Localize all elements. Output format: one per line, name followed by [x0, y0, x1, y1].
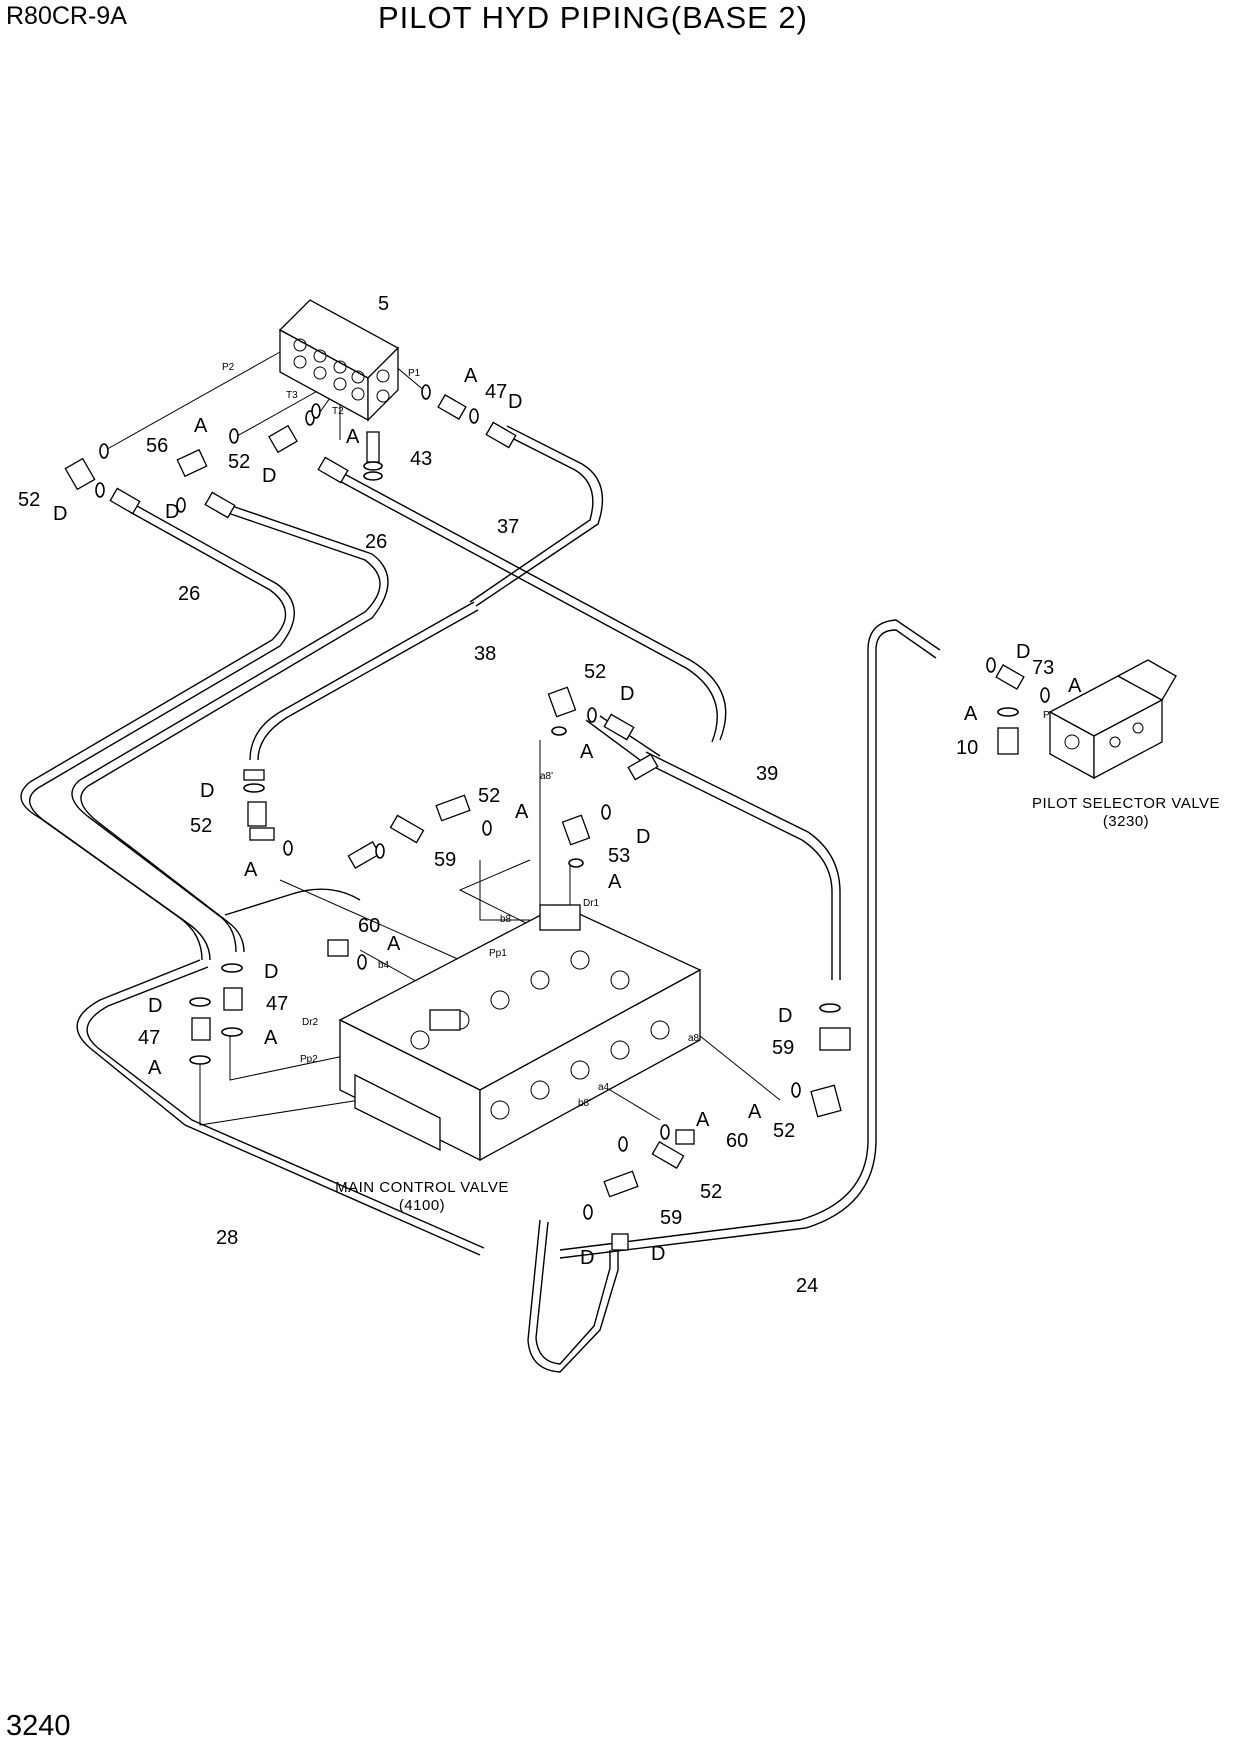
- callout-label: 47: [266, 993, 288, 1015]
- callout-label: A: [515, 801, 529, 823]
- callout-label: A: [696, 1109, 710, 1131]
- callout-label: 52: [478, 785, 500, 807]
- callout-label: A: [748, 1101, 762, 1123]
- callout-label: 43: [410, 448, 432, 470]
- callout-label: 59: [772, 1037, 794, 1059]
- callout-label: 39: [756, 763, 778, 785]
- callout-label: 59: [660, 1207, 682, 1229]
- callout-label: 60: [726, 1130, 748, 1152]
- callout-label: D: [165, 501, 179, 523]
- callout-label: D: [1016, 641, 1030, 663]
- callout-label: 52: [190, 815, 212, 837]
- port-label: P: [1043, 710, 1050, 721]
- callout-label: D: [148, 995, 162, 1017]
- callout-label: A: [387, 933, 401, 955]
- port-label: Dr2: [302, 1017, 319, 1028]
- callout-label: 53: [608, 845, 630, 867]
- port-label: b8: [500, 914, 512, 925]
- pilot-manifold-block: [278, 299, 400, 422]
- callout-label: A: [608, 871, 622, 893]
- main-control-valve: [338, 904, 702, 1162]
- callout-label: 37: [497, 516, 519, 538]
- callout-label: 26: [365, 531, 387, 553]
- page-number: 3240: [6, 1710, 71, 1742]
- part-callouts: 5 A 47 D A A 56 52 D 43 52 D D 37 26 26 …: [18, 293, 1082, 1297]
- port-label: b4: [378, 960, 390, 971]
- callout-label: 47: [485, 381, 507, 403]
- main-control-code: (4100): [399, 1197, 445, 1214]
- page-title: PILOT HYD PIPING(BASE 2): [378, 0, 808, 35]
- callout-label: 52: [773, 1120, 795, 1142]
- callout-label: A: [580, 741, 594, 763]
- callout-label: A: [264, 1027, 278, 1049]
- callout-label: 10: [956, 737, 978, 759]
- callout-label: 28: [216, 1227, 238, 1249]
- fittings: [64, 384, 1050, 1251]
- callout-label: 59: [434, 849, 456, 871]
- callout-label: D: [620, 683, 634, 705]
- port-label: Pp1: [489, 948, 507, 959]
- callout-label: 24: [796, 1275, 818, 1297]
- callout-label: 47: [138, 1027, 160, 1049]
- port-label: a8': [540, 771, 553, 782]
- callout-label: 60: [358, 915, 380, 937]
- pilot-selector-valve: [1048, 659, 1177, 780]
- callout-label: 56: [146, 435, 168, 457]
- callout-label: 38: [474, 643, 496, 665]
- callout-label: D: [53, 503, 67, 525]
- pilot-selector-caption: PILOT SELECTOR VALVE: [1032, 795, 1220, 812]
- callout-label: 26: [178, 583, 200, 605]
- callout-label: 73: [1032, 657, 1054, 679]
- port-label: P2: [222, 362, 235, 373]
- callout-label: A: [244, 859, 258, 881]
- port-label: a8: [688, 1033, 700, 1044]
- callout-label: 5: [378, 293, 389, 315]
- callout-label: A: [148, 1057, 162, 1079]
- callout-label: D: [636, 826, 650, 848]
- callout-label: D: [508, 391, 522, 413]
- port-label: T3: [286, 390, 298, 401]
- port-label: Dr1: [583, 898, 600, 909]
- port-label: T2: [332, 406, 344, 417]
- component-captions: PILOT SELECTOR VALVE (3230) MAIN CONTROL…: [335, 795, 1220, 1214]
- callout-label: D: [580, 1247, 594, 1269]
- port-label: P1: [408, 368, 421, 379]
- callout-label: D: [651, 1243, 665, 1265]
- main-control-caption: MAIN CONTROL VALVE: [335, 1179, 509, 1196]
- callout-label: D: [262, 465, 276, 487]
- callout-label: A: [194, 415, 208, 437]
- callout-label: 52: [228, 451, 250, 473]
- callout-label: A: [464, 365, 478, 387]
- callout-label: A: [964, 703, 978, 725]
- model-number: R80CR-9A: [6, 2, 127, 30]
- port-label: Pp2: [300, 1054, 318, 1065]
- callout-label: D: [264, 961, 278, 983]
- callout-label: 52: [18, 489, 40, 511]
- callout-label: D: [778, 1005, 792, 1027]
- callout-label: 52: [584, 661, 606, 683]
- hose-routes: [20, 425, 941, 1373]
- callout-label: D: [200, 780, 214, 802]
- port-labels: P2 P1 T3 T2 a8' Dr1 b8 Pp1 b4 Dr2 Pp2 a8…: [222, 362, 1050, 1109]
- callout-label: A: [346, 426, 360, 448]
- port-label: b8': [578, 1098, 591, 1109]
- callout-label: A: [1068, 675, 1082, 697]
- callout-label: 52: [700, 1181, 722, 1203]
- port-label: a4: [598, 1082, 610, 1093]
- pilot-selector-code: (3230): [1103, 813, 1149, 830]
